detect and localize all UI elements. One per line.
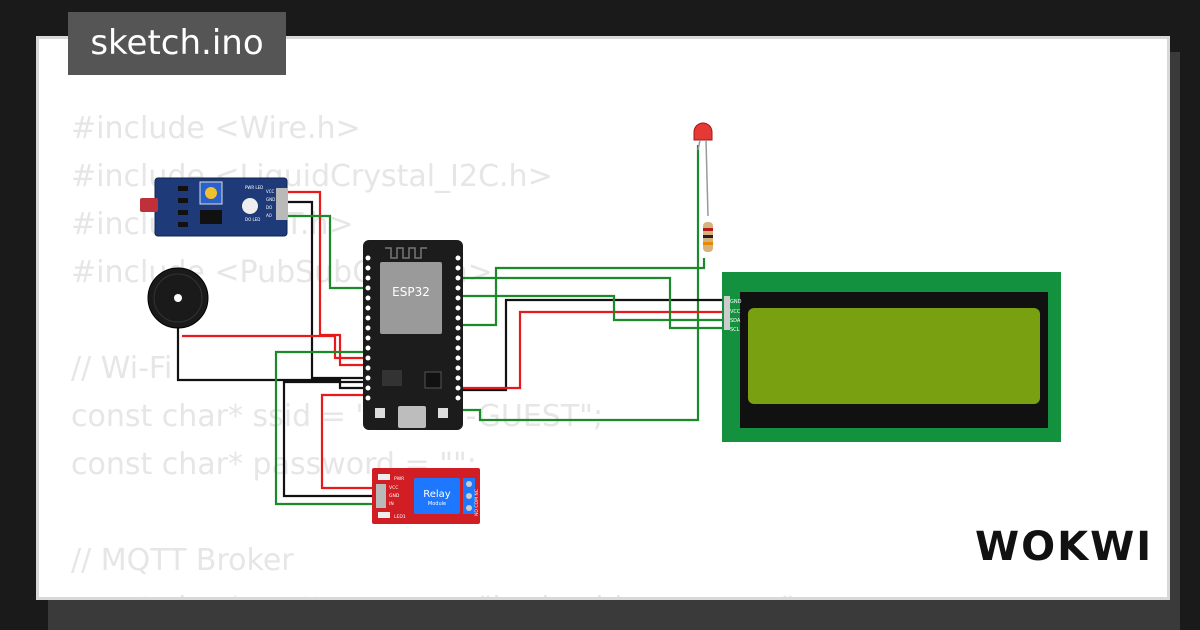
wire-black bbox=[462, 298, 728, 392]
wire-red bbox=[320, 393, 372, 490]
ldr-sensor-module[interactable]: PWR LED DO LED VCC GND DO AO bbox=[140, 177, 288, 237]
wire-green bbox=[462, 276, 728, 330]
buzzer-hole-icon bbox=[174, 294, 182, 302]
wire-black bbox=[288, 200, 368, 380]
usb-chip bbox=[424, 371, 442, 389]
relay-sublabel: Module bbox=[428, 501, 446, 507]
lcd-screen bbox=[748, 308, 1040, 404]
lcd-pin-label: VCC bbox=[730, 309, 741, 315]
esp32-shield bbox=[380, 262, 442, 334]
boot-button[interactable] bbox=[375, 408, 385, 418]
esp32-right-pins bbox=[455, 255, 461, 401]
relay-module[interactable]: PWR LED1 VCC GND IN Relay Module NO COM … bbox=[372, 468, 480, 524]
wire-black bbox=[176, 320, 368, 390]
relay-pwr-label: PWR bbox=[394, 476, 404, 482]
lcd-display[interactable]: GND VCC SDA SCL bbox=[722, 272, 1061, 442]
lcd-header-pins bbox=[724, 296, 730, 330]
wire-red bbox=[288, 190, 368, 367]
esp32-board[interactable]: ESP32 bbox=[363, 240, 463, 430]
reset-button[interactable] bbox=[438, 408, 448, 418]
wire-green bbox=[288, 214, 368, 290]
lcd-pin-label: SCL bbox=[730, 327, 740, 333]
esp32-left-pins bbox=[365, 255, 371, 401]
ldr-pin-label: DO bbox=[266, 205, 272, 210]
wire-red bbox=[462, 310, 728, 390]
ldr-led-label: DO LED bbox=[245, 217, 260, 222]
photoresistor-icon bbox=[140, 198, 158, 212]
relay-cube bbox=[414, 478, 460, 514]
relay-header-pins bbox=[376, 484, 386, 508]
buzzer[interactable] bbox=[147, 267, 209, 329]
code-line: const char* mqtt_server = "broker.hivemq… bbox=[71, 585, 805, 597]
usb-port-icon[interactable] bbox=[398, 406, 426, 428]
chip-icon bbox=[200, 210, 222, 224]
relay-pin-label: GND bbox=[389, 493, 400, 499]
relay-pin-label: VCC bbox=[389, 485, 398, 491]
antenna-icon bbox=[385, 247, 427, 259]
lcd-pin-label: SDA bbox=[730, 318, 741, 324]
relay-pin-label: IN bbox=[389, 501, 394, 507]
code-line: // MQTT Broker bbox=[71, 543, 294, 578]
wire-green bbox=[274, 350, 372, 506]
ldr-pin-label: VCC bbox=[266, 189, 275, 194]
wire-black bbox=[282, 380, 372, 498]
red-led[interactable] bbox=[693, 122, 713, 217]
code-line: #include <Wire.h> bbox=[71, 111, 361, 146]
regulator-chip bbox=[382, 370, 402, 386]
file-tab[interactable]: sketch.ino bbox=[68, 12, 286, 75]
esp32-label: ESP32 bbox=[392, 285, 430, 299]
wire-red bbox=[182, 334, 368, 360]
wire-green bbox=[462, 145, 700, 422]
ldr-led-label: PWR LED bbox=[245, 185, 263, 190]
relay-label: Relay bbox=[423, 489, 451, 500]
ldr-pin-label: AO bbox=[266, 213, 272, 218]
relay-led-label: LED1 bbox=[394, 514, 406, 520]
code-line: // Wi-Fi bbox=[71, 351, 173, 386]
wokwi-logo: WOKWI bbox=[975, 524, 1154, 570]
wire-green bbox=[462, 258, 706, 327]
lcd-pin-label: GND bbox=[730, 299, 742, 305]
ldr-header-pins bbox=[276, 188, 288, 220]
wires bbox=[176, 145, 728, 506]
indicator-led-icon bbox=[242, 198, 258, 214]
ldr-pin-label: GND bbox=[266, 197, 275, 202]
resistor[interactable] bbox=[703, 222, 713, 252]
relay-terminal-label: NO COM NC bbox=[474, 489, 480, 516]
